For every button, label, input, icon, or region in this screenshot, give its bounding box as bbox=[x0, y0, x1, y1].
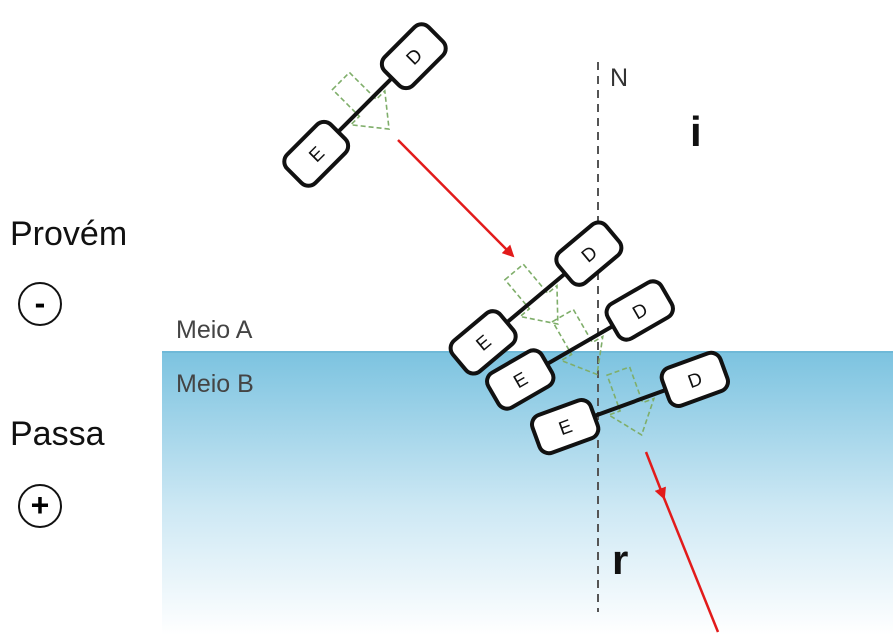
axle-entering-2: E D bbox=[485, 279, 675, 411]
wheel-left bbox=[485, 348, 556, 411]
axle-incident: E D bbox=[282, 22, 448, 188]
wheel-label-right: D bbox=[685, 369, 705, 393]
wheel-right bbox=[379, 22, 448, 91]
minus-sign: - bbox=[18, 282, 62, 326]
passes-label: Passa bbox=[10, 415, 105, 453]
medium-a-label: Meio A bbox=[176, 316, 253, 344]
wheel-left bbox=[282, 119, 351, 188]
incidence-angle-label: i bbox=[690, 108, 702, 155]
incident-ray bbox=[397, 139, 515, 258]
wheel-right bbox=[554, 220, 624, 287]
wheel-right bbox=[659, 350, 730, 408]
axle-refracted: E D bbox=[530, 350, 730, 456]
refracted-ray-tail bbox=[662, 497, 720, 633]
plus-sign: + bbox=[18, 484, 62, 528]
wheel-left bbox=[448, 309, 518, 376]
normal-label: N bbox=[610, 64, 629, 92]
wheel-left bbox=[530, 398, 601, 456]
medium-b-label: Meio B bbox=[176, 370, 254, 398]
axle-entering-1: E D bbox=[448, 220, 624, 376]
comes-from-label: Provém bbox=[10, 215, 128, 253]
refraction-angle-label: r bbox=[612, 536, 629, 583]
refracted-ray bbox=[644, 451, 666, 500]
wheel-right bbox=[604, 279, 675, 342]
